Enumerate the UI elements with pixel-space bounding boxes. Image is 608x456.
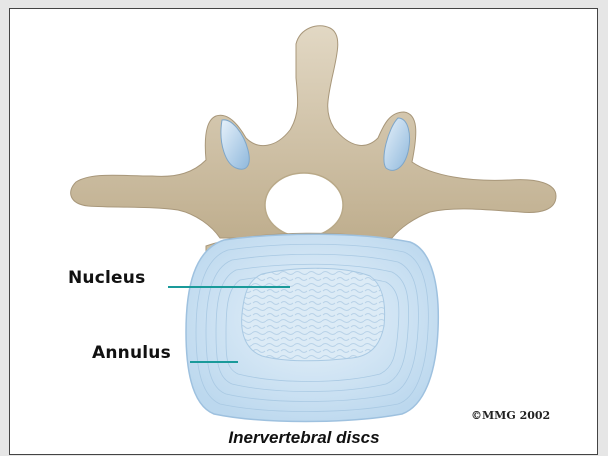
copyright-notice: ©MMG 2002 xyxy=(471,409,550,422)
annulus-label: Annulus xyxy=(92,343,171,363)
nucleus-label: Nucleus xyxy=(68,268,145,288)
spinal-foramen xyxy=(265,173,343,237)
disc-nucleus xyxy=(242,268,385,361)
figure-caption: Inervertebral discs xyxy=(0,428,608,448)
